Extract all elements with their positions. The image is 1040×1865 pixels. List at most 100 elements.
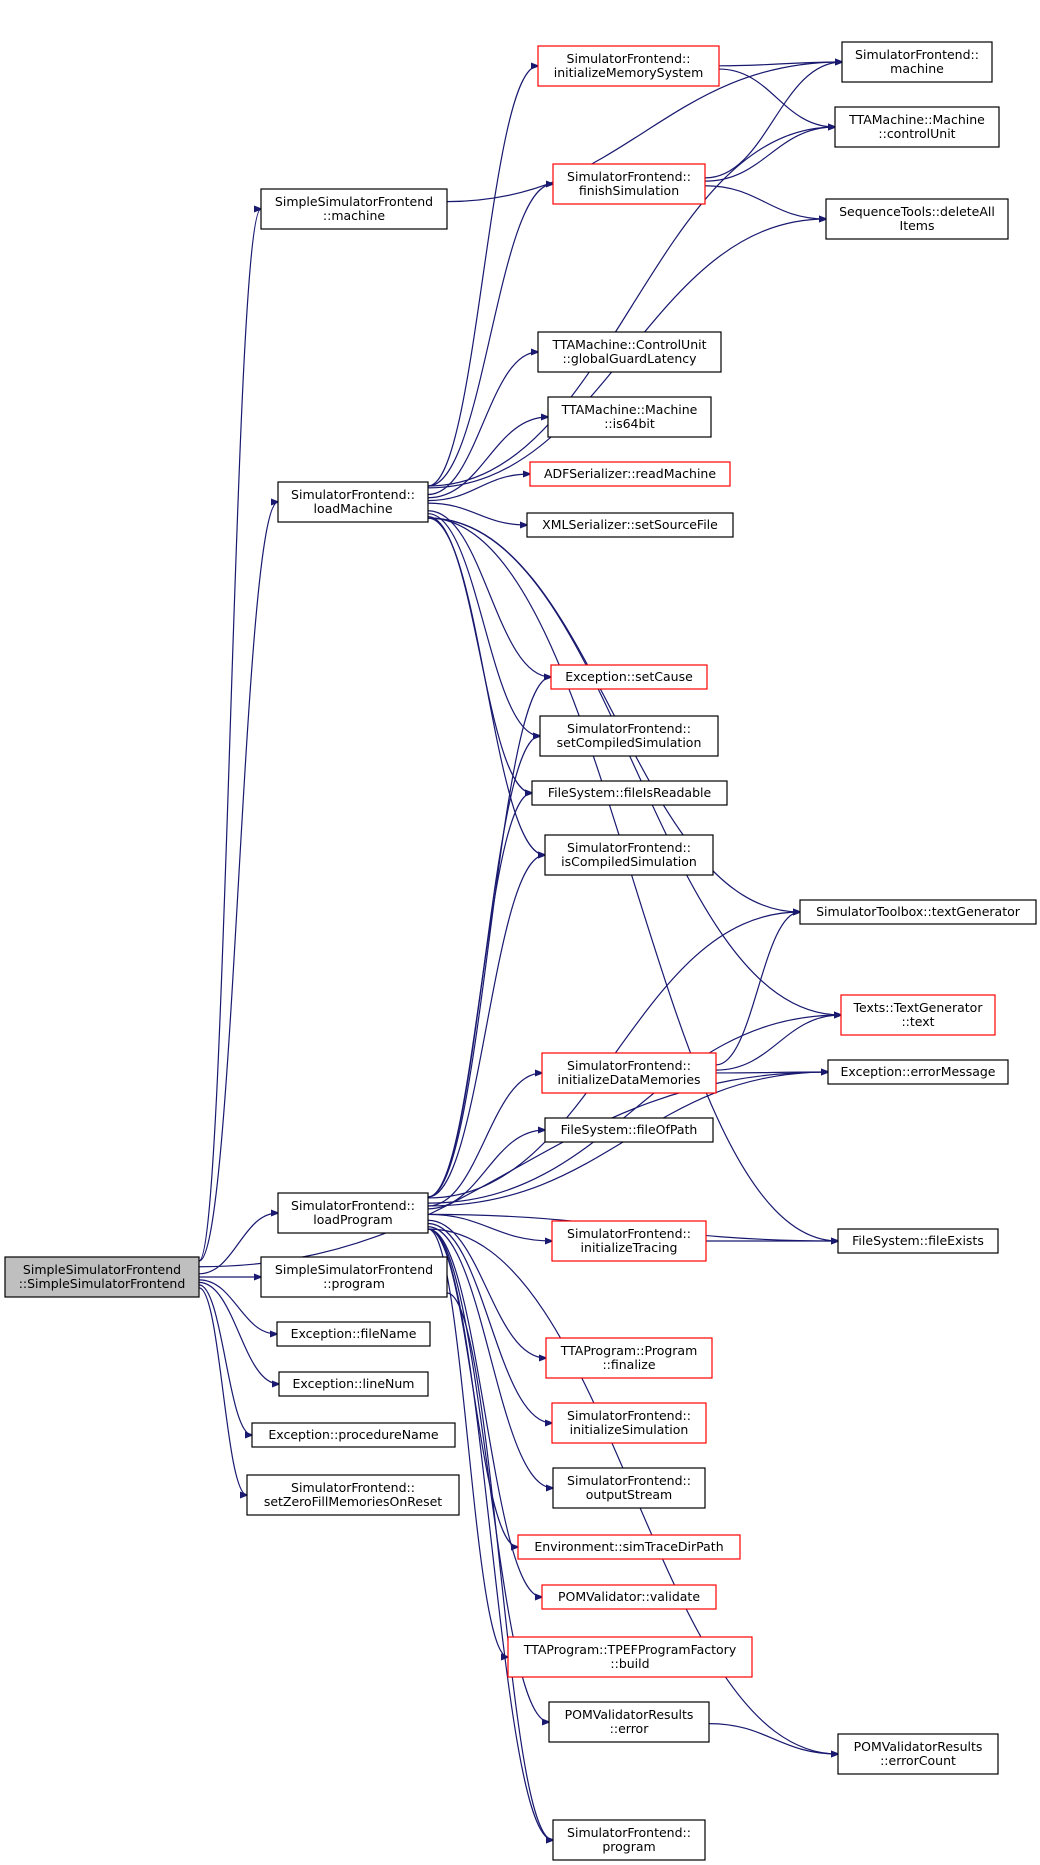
node-label: initializeSimulation <box>570 1422 689 1437</box>
node-label: SimulatorToolbox::textGenerator <box>816 904 1021 919</box>
edge-sf_loadMachine-to-sf_isCompiled <box>427 517 545 855</box>
edge-sf_loadProgram-to-sf_program <box>427 1228 553 1840</box>
edge-sf_finishSim-to-sf_machine <box>704 62 842 179</box>
edge-sf_loadMachine-to-sf_initMem <box>427 66 538 487</box>
edge-sf_loadMachine-to-tta_cu_ggl <box>427 352 538 496</box>
node-ssf_program[interactable]: SimpleSimulatorFrontend::program <box>260 1256 448 1298</box>
node-label: initializeDataMemories <box>557 1072 700 1087</box>
node-st_textGen[interactable]: SimulatorToolbox::textGenerator <box>799 899 1037 925</box>
edge-root-to-sf_loadMachine <box>198 502 278 1262</box>
node-label: loadMachine <box>313 501 392 516</box>
node-box <box>541 1052 717 1094</box>
node-ex_lineNum[interactable]: Exception::lineNum <box>278 1371 429 1397</box>
node-label: ::build <box>610 1656 649 1671</box>
node-box <box>799 899 1037 925</box>
node-label: ::error <box>610 1721 650 1736</box>
edge-sf_loadProgram-to-sf_initDataMem <box>427 1073 542 1207</box>
node-label: FileSystem::fileIsReadable <box>548 785 712 800</box>
node-label: SimulatorFrontend:: <box>567 721 691 736</box>
node-sf_loadProgram[interactable]: SimulatorFrontend::loadProgram <box>277 1192 429 1234</box>
node-sf_isCompiled[interactable]: SimulatorFrontend::isCompiledSimulation <box>544 834 714 876</box>
edge-pomres_error-to-pomres_errorCount <box>708 1723 838 1754</box>
node-label: ::controlUnit <box>878 126 955 141</box>
node-label: SimulatorFrontend:: <box>567 1408 691 1423</box>
node-tta_cu_ggl[interactable]: TTAMachine::ControlUnit::globalGuardLate… <box>537 331 722 373</box>
node-box <box>537 45 720 87</box>
edge-sf_loadMachine-to-adf_read <box>427 474 530 502</box>
edge-root-to-sf_setZeroFill <box>198 1287 247 1495</box>
node-sf_initDataMem[interactable]: SimulatorFrontend::initializeDataMemorie… <box>541 1052 717 1094</box>
node-env_trace[interactable]: Environment::simTraceDirPath <box>517 1534 741 1560</box>
node-label: SimulatorFrontend:: <box>567 1473 691 1488</box>
node-label: SimulatorFrontend:: <box>855 47 979 62</box>
node-sf_initMem[interactable]: SimulatorFrontend::initializeMemorySyste… <box>537 45 720 87</box>
node-label: POMValidatorResults <box>565 1707 694 1722</box>
node-pom_validate[interactable]: POMValidator::validate <box>541 1584 717 1610</box>
edge-sf_loadMachine-to-xml_setSource <box>427 502 527 525</box>
node-sf_setCompiled[interactable]: SimulatorFrontend::setCompiledSimulation <box>539 715 719 757</box>
node-label: POMValidator::validate <box>558 1589 700 1604</box>
node-label: ::SimpleSimulatorFrontend <box>19 1276 186 1291</box>
node-box <box>837 1228 999 1254</box>
node-root[interactable]: SimpleSimulatorFrontend::SimpleSimulator… <box>4 1256 200 1298</box>
node-sf_loadMachine[interactable]: SimulatorFrontend::loadMachine <box>277 481 429 523</box>
edge-sf_loadMachine-to-tta_is64 <box>427 417 548 499</box>
node-pomres_error[interactable]: POMValidatorResults::error <box>548 1701 710 1743</box>
node-label: XMLSerializer::setSourceFile <box>542 517 718 532</box>
edge-root-to-sf_loadProgram <box>198 1213 278 1275</box>
node-adf_read[interactable]: ADFSerializer::readMachine <box>529 461 731 487</box>
node-sf_finishSim[interactable]: SimulatorFrontend::finishSimulation <box>552 163 706 205</box>
edge-sf_initMem-to-sf_machine <box>718 62 842 67</box>
node-box <box>531 780 728 806</box>
node-sf_program[interactable]: SimulatorFrontend::program <box>552 1819 706 1861</box>
node-label: SimulatorFrontend:: <box>567 51 691 66</box>
node-label: SimpleSimulatorFrontend <box>275 194 433 209</box>
node-ex_fileName[interactable]: Exception::fileName <box>276 1321 431 1347</box>
node-box <box>507 1636 753 1678</box>
node-label: SimulatorFrontend:: <box>291 1198 415 1213</box>
edge-sf_loadMachine-to-fs_fileExists <box>427 517 838 1241</box>
node-ex_setCause[interactable]: Exception::setCause <box>550 664 708 690</box>
node-ttap_finalize[interactable]: TTAProgram::Program::finalize <box>545 1337 713 1379</box>
node-sf_initTracing[interactable]: SimulatorFrontend::initializeTracing <box>551 1220 707 1262</box>
node-label: SimulatorFrontend:: <box>567 840 691 855</box>
edge-layer <box>198 62 842 1840</box>
node-label: setZeroFillMemoriesOnReset <box>264 1494 442 1509</box>
node-label: SequenceTools::deleteAll <box>839 204 995 219</box>
node-box <box>547 396 712 438</box>
node-box <box>544 834 714 876</box>
node-box <box>841 41 993 83</box>
edge-sf_loadMachine-to-tta_controlUnit <box>427 127 835 487</box>
node-ex_errorMessage[interactable]: Exception::errorMessage <box>827 1059 1009 1085</box>
node-label: ::globalGuardLatency <box>562 351 697 366</box>
node-fs_fileExists[interactable]: FileSystem::fileExists <box>837 1228 999 1254</box>
node-box <box>837 1733 999 1775</box>
node-sf_setZeroFill[interactable]: SimulatorFrontend::setZeroFillMemoriesOn… <box>246 1474 460 1516</box>
node-fs_readable[interactable]: FileSystem::fileIsReadable <box>531 780 728 806</box>
node-sf_outStream[interactable]: SimulatorFrontend::outputStream <box>552 1467 706 1509</box>
node-ssf_machine[interactable]: SimpleSimulatorFrontend::machine <box>260 188 448 230</box>
node-label: SimulatorFrontend:: <box>291 1480 415 1495</box>
node-box <box>529 461 731 487</box>
edge-sf_loadMachine-to-texts_text <box>427 517 841 1015</box>
node-box <box>526 512 734 538</box>
node-sf_initSim[interactable]: SimulatorFrontend::initializeSimulation <box>551 1402 707 1444</box>
node-box <box>539 715 719 757</box>
node-tta_controlUnit[interactable]: TTAMachine::Machine::controlUnit <box>834 106 1000 148</box>
node-ex_procedureName[interactable]: Exception::procedureName <box>251 1422 456 1448</box>
node-box <box>827 1059 1009 1085</box>
node-fs_fileOfPath[interactable]: FileSystem::fileOfPath <box>544 1117 714 1143</box>
node-sf_machine[interactable]: SimulatorFrontend::machine <box>841 41 993 83</box>
node-box <box>276 1321 431 1347</box>
node-xml_setSource[interactable]: XMLSerializer::setSourceFile <box>526 512 734 538</box>
node-label: outputStream <box>586 1487 672 1502</box>
node-tpef_build[interactable]: TTAProgram::TPEFProgramFactory::build <box>507 1636 753 1678</box>
node-pomres_errorCount[interactable]: POMValidatorResults::errorCount <box>837 1733 999 1775</box>
node-label: ::is64bit <box>604 416 655 431</box>
node-label: SimulatorFrontend:: <box>567 1825 691 1840</box>
edge-sf_loadProgram-to-fs_readable <box>427 793 532 1198</box>
edge-sf_loadProgram-to-pom_validate <box>427 1228 542 1597</box>
node-texts_text[interactable]: Texts::TextGenerator::text <box>840 994 996 1036</box>
node-tta_is64[interactable]: TTAMachine::Machine::is64bit <box>547 396 712 438</box>
